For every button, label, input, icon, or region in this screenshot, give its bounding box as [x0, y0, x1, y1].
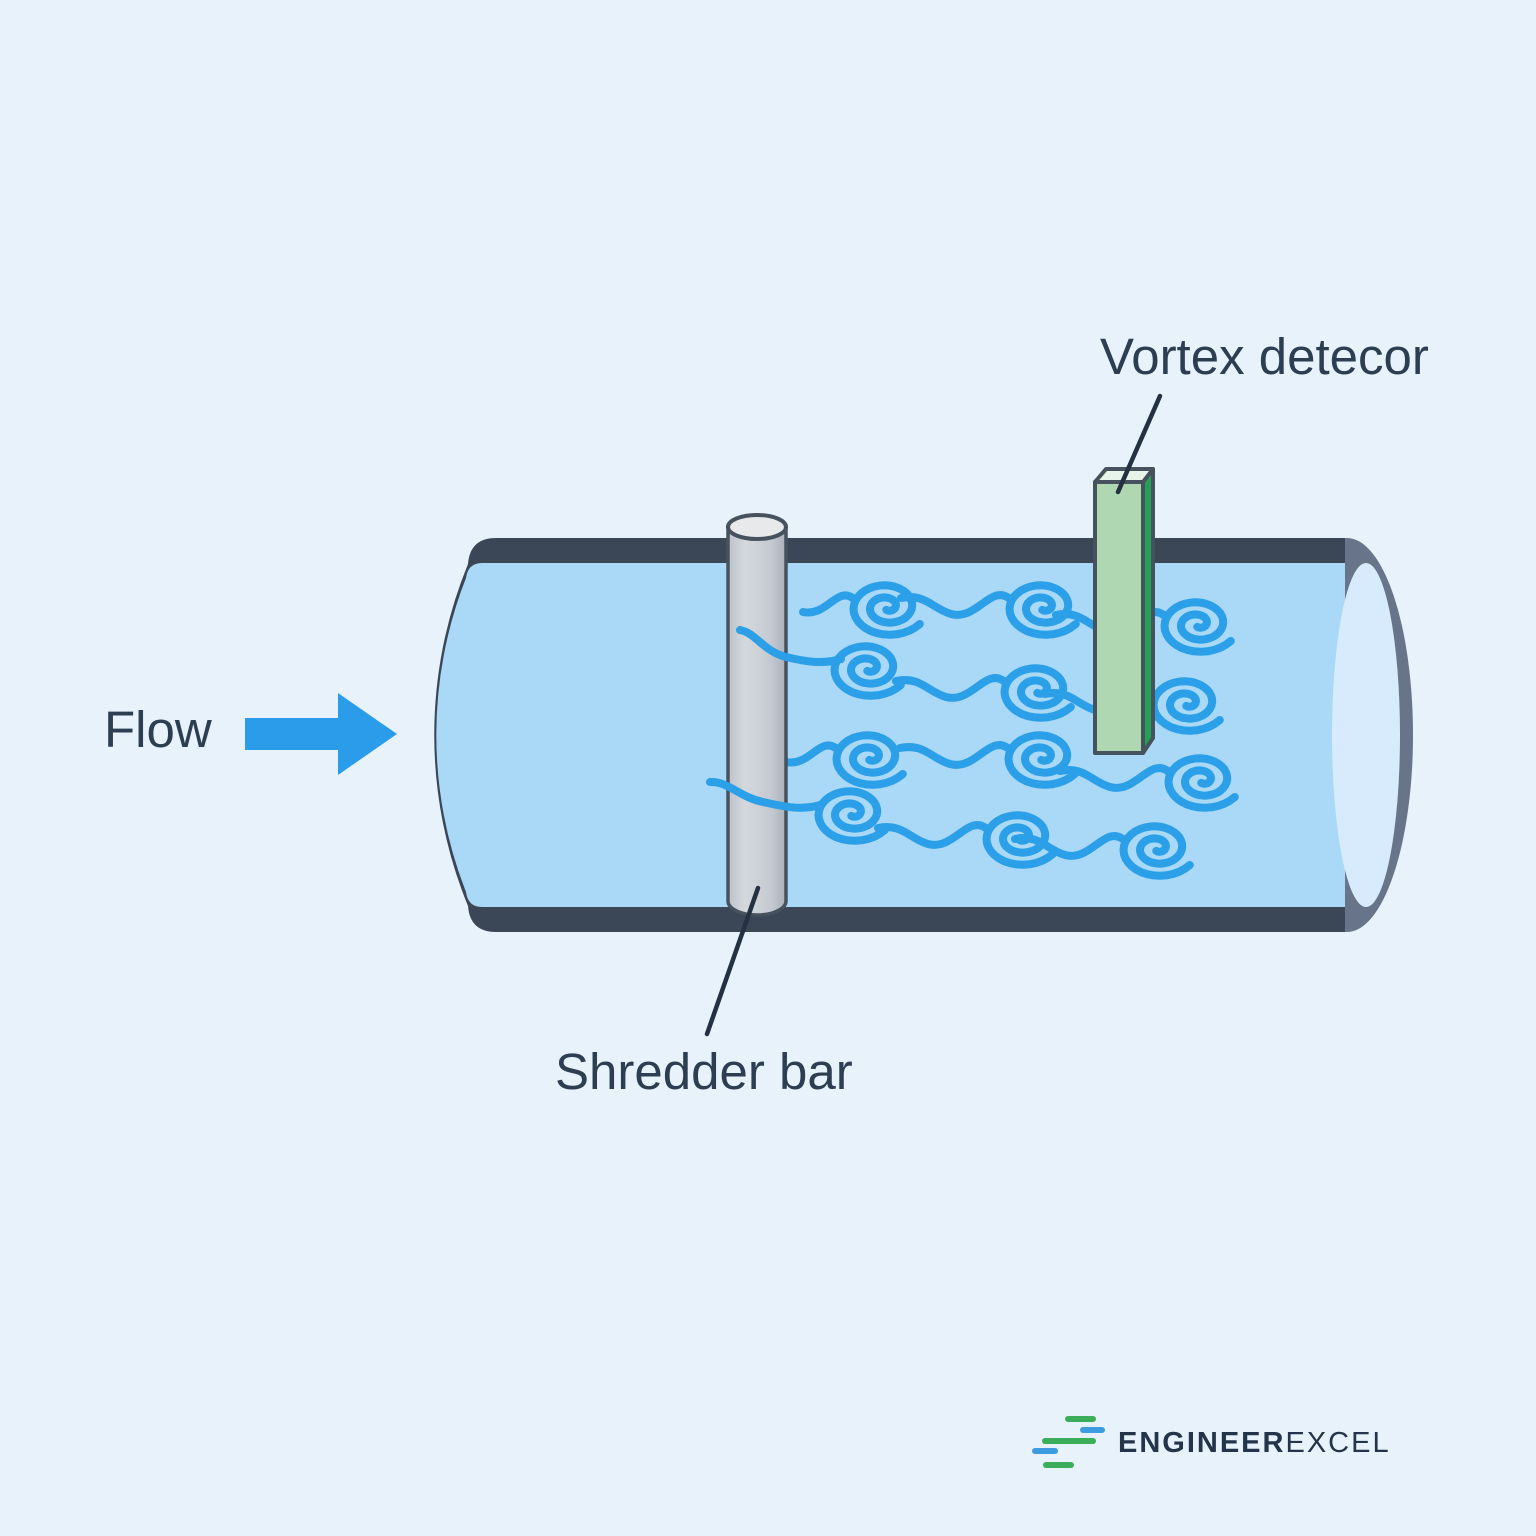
vortex-swirl-icon — [901, 581, 1080, 639]
logo-wordmark: ENGINEEREXCEL — [1118, 1429, 1391, 1458]
shed-wave — [736, 626, 845, 667]
shed-waves — [706, 626, 845, 812]
vortex-detector-leader-line — [1115, 393, 1163, 495]
engineerexcel-logo: ENGINEEREXCEL — [1030, 1408, 1470, 1480]
vortex-swirl-icon — [803, 581, 924, 639]
vortex-swirl-icon — [1015, 822, 1194, 880]
vortex-swirl-icon — [878, 811, 1057, 869]
vortex-street — [786, 581, 1239, 880]
engineerexcel-bars-icon — [1080, 1427, 1105, 1433]
vortex-swirl-icon — [896, 664, 1075, 722]
shredder-bar-body — [726, 525, 788, 917]
shredder-bar-top — [726, 513, 788, 541]
engineerexcel-bars-icon — [1032, 1448, 1058, 1454]
vortex-detector — [1093, 467, 1155, 755]
logo-wordmark-bold: ENGINEER — [1118, 1427, 1286, 1459]
shredder-bar-label: Shredder bar — [555, 1043, 853, 1100]
vortex-swirl-icon — [900, 731, 1079, 789]
shed-wave — [706, 778, 824, 812]
vortex-swirl-icon — [814, 787, 889, 845]
vortex-swirl-icon — [1060, 754, 1239, 812]
engineerexcel-bars-icon — [1042, 1438, 1096, 1444]
flow-label: Flow — [104, 701, 212, 758]
vortex-swirl-icon — [1056, 598, 1235, 656]
shredder-bar — [726, 513, 788, 917]
shredder-bar-leader-line — [704, 885, 761, 1037]
vortex-swirl-icon — [786, 731, 907, 789]
flow-arrow-icon — [245, 693, 397, 775]
pipe-end-cap-face — [1332, 563, 1400, 907]
vortex-swirl-icon — [830, 642, 905, 700]
engineerexcel-bars-icon — [1065, 1416, 1096, 1422]
logo-wordmark-light: EXCEL — [1285, 1427, 1391, 1459]
vortex-detector-front — [1093, 480, 1145, 755]
vortex-detector-label: Vortex detecor — [1100, 328, 1429, 385]
engineerexcel-bars-icon — [1043, 1462, 1074, 1468]
